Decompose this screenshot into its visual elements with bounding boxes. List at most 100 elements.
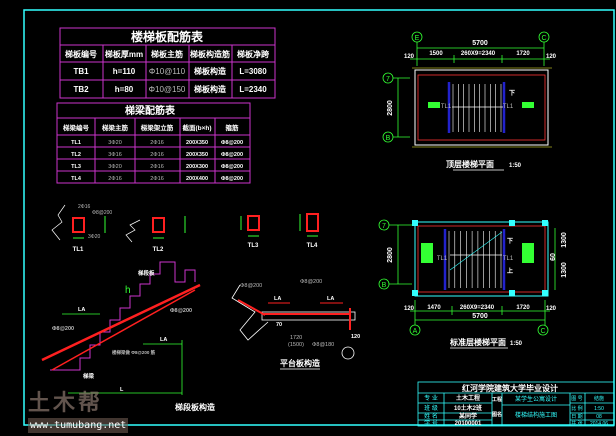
td: 2Φ16 bbox=[150, 152, 164, 158]
th: 截面(b×h) bbox=[182, 123, 211, 132]
axis-label: C bbox=[540, 328, 545, 335]
td: h=80 bbox=[115, 85, 134, 94]
beam-sections: 2Φ16 Φ8@200 3Φ20 TL1 TL2 TL3 TL4 bbox=[51, 204, 319, 253]
td: 3Φ16 bbox=[108, 152, 122, 158]
beam-label: TL1 bbox=[503, 256, 514, 262]
note: 楼梯梁做 Φ8@200 筋 bbox=[112, 349, 156, 356]
dim: 260X9=2340 bbox=[460, 305, 495, 311]
beam-reinforcement-table bbox=[56, 102, 251, 184]
top-floor-stair-plan: E C 7 B 5700 120 1500 260X9=2340 1720 12… bbox=[382, 31, 557, 171]
slab-table-title: 楼梯板配筋表 bbox=[131, 29, 204, 44]
td: 200X350 bbox=[186, 140, 208, 146]
dim-label: 1720 bbox=[290, 335, 302, 341]
project-name: 某学生公寓设计 bbox=[515, 395, 557, 403]
tb-value: 2014.06 bbox=[590, 421, 608, 427]
tb-label: 图 号 bbox=[571, 396, 582, 402]
tb-label: 学 号 bbox=[424, 419, 438, 427]
td: 2Φ16 bbox=[108, 176, 122, 182]
dim-label: LA bbox=[160, 337, 167, 343]
tb-label: 比 例 bbox=[571, 405, 582, 412]
note: 3Φ20 bbox=[88, 234, 101, 240]
dim: 120 bbox=[404, 54, 415, 60]
th: 梯板构造筋 bbox=[190, 49, 230, 59]
platform-slab-section: Φ8@200 Φ8@200 LA LA 70 1720 (1500) Φ8@18… bbox=[231, 279, 360, 370]
th: 梯板厚mm bbox=[105, 49, 143, 59]
tb-label: 图名 bbox=[492, 411, 502, 418]
direction-label: 上 bbox=[507, 267, 513, 275]
watermark-url: www.tumubang.net bbox=[28, 418, 129, 433]
watermark: 土木帮 www.tumubang.net bbox=[28, 392, 140, 434]
part-label: 梯梁 bbox=[83, 372, 95, 380]
dim-right: 60 bbox=[550, 253, 557, 261]
td: 3Φ20 bbox=[108, 140, 122, 146]
stair-flight-section: h LA LA L Φ8@200 Φ8@200 梯段板 梯梁 楼梯梁做 Φ8@2… bbox=[41, 261, 215, 412]
rebar-label: Φ8@200 bbox=[52, 326, 74, 332]
platform-section-title: 平台板构造 bbox=[280, 358, 320, 368]
dim: 120 bbox=[546, 306, 557, 312]
tb-label: 姓 名 bbox=[424, 412, 438, 420]
tb-label: 日 期 bbox=[571, 414, 582, 420]
dim: 1470 bbox=[427, 305, 441, 311]
plan-title: 标准层楼梯平面 bbox=[449, 337, 506, 347]
slab-reinforcement-table bbox=[59, 27, 276, 99]
td: TL3 bbox=[71, 164, 81, 170]
drawing-frame bbox=[23, 9, 615, 426]
td: 梯板构造 bbox=[194, 66, 226, 76]
tb-value: 10土木2班 bbox=[454, 404, 482, 412]
td: Φ10@150 bbox=[149, 85, 186, 94]
td: L=2340 bbox=[239, 85, 267, 94]
stair-h-label: h bbox=[125, 285, 131, 296]
rebar-label: Φ8@200 bbox=[240, 283, 262, 289]
dim-label: LA bbox=[327, 296, 334, 302]
td: Φ8@200 bbox=[221, 140, 243, 146]
td: Φ8@200 bbox=[221, 176, 243, 182]
td: L=3080 bbox=[239, 67, 267, 76]
beam-label: TL1 bbox=[441, 104, 452, 110]
beam-table-title: 梯梁配筋表 bbox=[125, 104, 176, 117]
dim-label: L bbox=[120, 387, 124, 393]
dim: 120 bbox=[546, 54, 557, 60]
th: 梯板主筋 bbox=[151, 49, 183, 59]
rebar-label: Φ8@200 bbox=[300, 279, 322, 285]
td: 200X400 bbox=[186, 176, 208, 182]
dim: 1500 bbox=[429, 51, 443, 57]
beam-label: TL1 bbox=[503, 104, 514, 110]
th: 梯板编号 bbox=[65, 49, 97, 59]
dim-label: 120 bbox=[351, 334, 360, 340]
tb-value: 结施 bbox=[594, 395, 604, 402]
direction-label: 下 bbox=[507, 238, 513, 245]
td: TB2 bbox=[73, 85, 89, 94]
dim: 260X9=2340 bbox=[461, 51, 496, 57]
dim-right: 1300 bbox=[561, 232, 568, 248]
section-label-tl1: TL1 bbox=[73, 247, 84, 253]
td: TL2 bbox=[71, 152, 81, 158]
dim: 120 bbox=[404, 306, 415, 312]
dim-total: 5700 bbox=[472, 313, 488, 320]
tb-label: 工程 bbox=[492, 396, 502, 403]
td: 梯板构造 bbox=[194, 84, 226, 94]
td: TB1 bbox=[73, 67, 89, 76]
th: 梯梁编号 bbox=[63, 123, 90, 132]
td: 200X350 bbox=[186, 152, 208, 158]
part-label: 梯段板 bbox=[138, 269, 155, 277]
th: 梯板净跨 bbox=[237, 49, 270, 59]
td: Φ8@200 bbox=[221, 164, 243, 170]
title-block bbox=[417, 381, 615, 427]
plan-scale: 1:50 bbox=[509, 163, 522, 169]
axis-label: A bbox=[413, 328, 418, 335]
dim-label: LA bbox=[274, 296, 281, 302]
rebar-label: Φ8@200 bbox=[170, 308, 192, 314]
dim-right: 1300 bbox=[561, 262, 568, 278]
school-title: 红河学院建筑大学毕业设计 bbox=[462, 383, 558, 393]
td: h=110 bbox=[113, 67, 136, 76]
td: 2Φ16 bbox=[150, 140, 164, 146]
axis-label: C bbox=[541, 35, 546, 42]
tb-value: 某同学 bbox=[459, 412, 477, 420]
dim-label: 70 bbox=[276, 322, 282, 328]
note: 2Φ16 bbox=[78, 204, 91, 210]
axis-label: B bbox=[382, 282, 387, 289]
tb-value: 土木工程 bbox=[456, 394, 480, 402]
direction-label: 下 bbox=[509, 90, 515, 97]
